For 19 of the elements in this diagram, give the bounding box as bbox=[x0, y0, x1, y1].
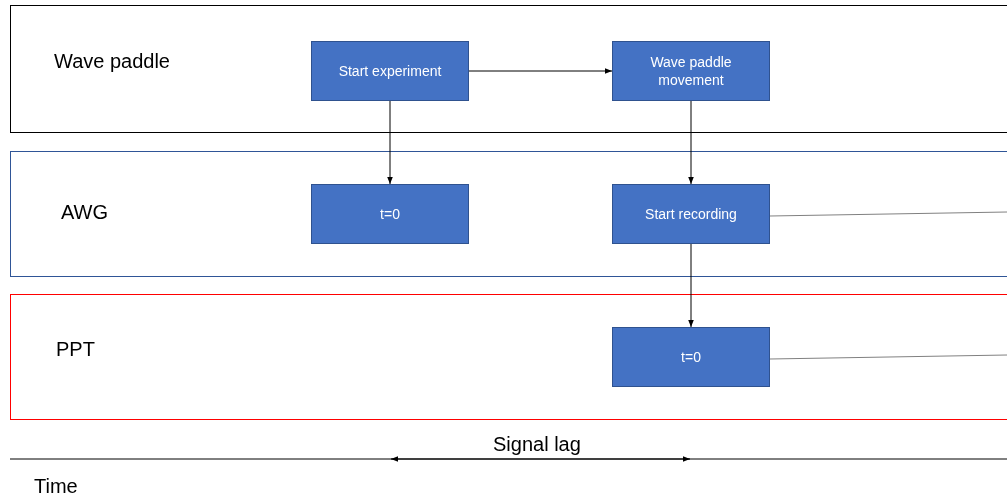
lane-title: Wave paddle bbox=[54, 50, 170, 73]
process-box: Start experiment bbox=[311, 41, 469, 101]
dimension-label: Signal lag bbox=[493, 433, 581, 456]
connector-line bbox=[769, 211, 1007, 217]
swimlane bbox=[10, 151, 1007, 277]
lane-title: AWG bbox=[61, 201, 109, 224]
arrow bbox=[387, 100, 393, 185]
lane-title: PPT bbox=[56, 338, 95, 361]
arrow bbox=[468, 68, 613, 74]
axis-label: Time bbox=[34, 475, 78, 498]
arrow bbox=[688, 100, 694, 185]
process-box: Start recording bbox=[612, 184, 770, 244]
arrow bbox=[688, 243, 694, 328]
process-box: t=0 bbox=[311, 184, 469, 244]
connector-line bbox=[769, 354, 1007, 360]
process-box: t=0 bbox=[612, 327, 770, 387]
swimlane bbox=[10, 5, 1007, 133]
process-box: Wave paddle movement bbox=[612, 41, 770, 101]
swimlane bbox=[10, 294, 1007, 420]
